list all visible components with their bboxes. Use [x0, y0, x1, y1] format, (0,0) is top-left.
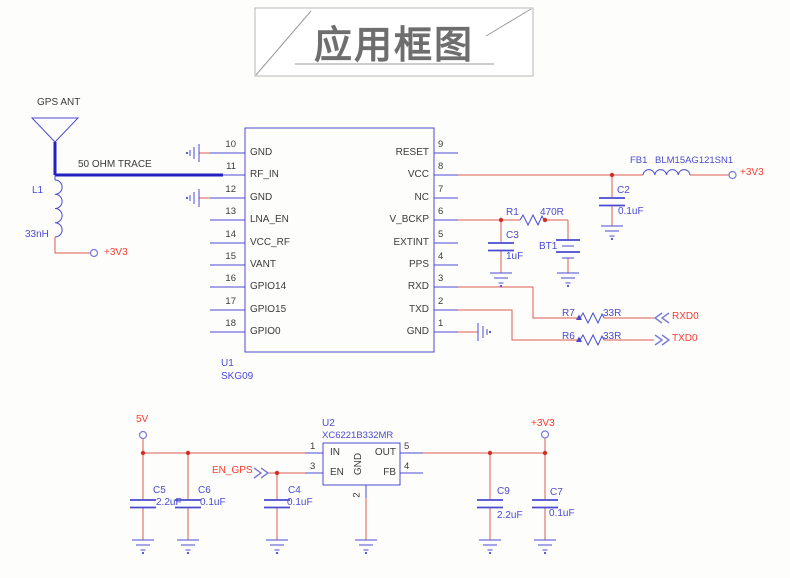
u1-pin3-num: 3: [438, 273, 444, 284]
u1-pin15-num: 15: [225, 251, 236, 262]
net-3v3-antenna: +3V3: [104, 247, 128, 258]
u1-pin2-name: TXD: [409, 304, 429, 315]
u1-pin12-name: GND: [250, 192, 273, 203]
u1-pin6-num: 6: [438, 206, 444, 217]
c9-value: 2.2uF: [497, 510, 523, 521]
u1-pin4-name: PPS: [408, 259, 429, 270]
l1-value: 33nH: [25, 229, 49, 240]
r1-ref: R1: [506, 207, 519, 218]
page-title: 应用框图: [313, 25, 474, 67]
u1-pin10-name: GND: [250, 147, 273, 158]
battery-bt1-symbol: [556, 239, 580, 259]
u1-pin5-num: 5: [438, 229, 444, 240]
fb1-ref: FB1: [630, 155, 648, 166]
net-txd0: TXD0: [672, 333, 698, 344]
title-block-frame: [254, 7, 534, 77]
c5-value: 2.2uF: [156, 497, 182, 508]
u1-pin17-name: GPIO15: [250, 304, 287, 315]
r7-value: 33R: [603, 308, 622, 319]
c9-ref: C9: [497, 486, 510, 497]
u1-pin5-name: EXTINT: [393, 237, 429, 248]
u1-pin6-name: V_BCKP: [389, 214, 429, 225]
antenna-symbol: [30, 117, 223, 177]
c2-value: 0.1uF: [618, 206, 644, 217]
u2-pin-en-name: EN: [330, 467, 344, 478]
net-3v3-fb1: +3V3: [740, 167, 764, 178]
wires: [54, 152, 729, 540]
u1-pin3-name: RXD: [407, 281, 429, 292]
u1-pin9-num: 9: [438, 139, 444, 150]
u2-part: XC6221B332MR: [322, 430, 394, 441]
c6-ref: C6: [198, 485, 211, 496]
c4-ref: C4: [288, 485, 301, 496]
u1-pin16-num: 16: [225, 273, 236, 284]
c6-value: 0.1uF: [200, 497, 226, 508]
r6-ref: R6: [562, 331, 575, 342]
c5-ref: C5: [153, 485, 166, 496]
u1-pin8-num: 8: [438, 161, 444, 172]
net-5v: 5V: [136, 414, 149, 425]
l1-ref: L1: [32, 185, 44, 196]
u1-ic-symbol: [210, 127, 458, 353]
u1-pin14-name: VCC_RF: [250, 237, 291, 248]
u2-pin-in-name: IN: [330, 447, 340, 458]
power-terminals: [89, 170, 737, 440]
net-rxd0: RXD0: [672, 311, 699, 322]
c2-ref: C2: [617, 185, 630, 196]
u1-pin17-num: 17: [225, 296, 236, 307]
u2-pin1-num: 1: [310, 441, 316, 452]
u1-pin1-name: GND: [406, 326, 429, 337]
fb1-value: BLM15AG121SN1: [655, 155, 734, 166]
c3-value: 1uF: [506, 251, 524, 262]
u1-pin4-num: 4: [438, 251, 444, 262]
u1-pin13-name: LNA_EN: [250, 214, 289, 225]
u1-pin7-num: 7: [438, 184, 444, 195]
c7-value: 0.1uF: [549, 508, 575, 519]
u1-pin16-name: GPIO14: [250, 281, 287, 292]
u1-pin10-num: 10: [225, 139, 236, 150]
u1-pin12-num: 12: [225, 184, 236, 195]
u2-ic-symbol: [305, 442, 423, 498]
u2-pin-fb-name: FB: [383, 467, 396, 478]
r6-value: 33R: [603, 331, 622, 342]
c4-value: 0.1uF: [287, 497, 313, 508]
u2-pin5-num: 5: [404, 441, 410, 452]
u1-pin11-name: RF_IN: [250, 169, 279, 180]
net-3v3-u2: +3V3: [531, 418, 555, 429]
u1-pin9-name: RESET: [395, 147, 429, 158]
u2-pin-out-name: OUT: [374, 447, 396, 458]
u1-pin13-num: 13: [225, 206, 236, 217]
u1-pin15-name: VANT: [250, 259, 276, 270]
ferrite-bead-fb1-symbol: [642, 169, 691, 176]
junction-dots: [140, 172, 615, 476]
r1-value: 470R: [540, 207, 564, 218]
c7-ref: C7: [550, 487, 563, 498]
u1-pin14-num: 14: [225, 229, 236, 240]
u2-ref: U2: [322, 418, 335, 429]
u1-pin1-num: 1: [438, 318, 444, 329]
u1-part: SKG09: [221, 371, 254, 382]
c3-ref: C3: [506, 230, 519, 241]
u1-ref: U1: [221, 358, 234, 369]
trace-label: 50 OHM TRACE: [78, 159, 152, 170]
u1-pin7-name: NC: [414, 192, 429, 203]
u2-pin4-num: 4: [404, 461, 410, 472]
bt1-ref: BT1: [539, 241, 558, 252]
u1-pin18-name: GPIO0: [250, 326, 281, 337]
u2-pin2-num: 2: [351, 492, 363, 498]
inductor-l1-symbol: [54, 175, 63, 238]
u1-pin2-num: 2: [438, 296, 444, 307]
net-en-gps: EN_GPS: [212, 465, 253, 476]
u2-pin-gnd-name: GND: [353, 452, 365, 476]
r7-ref: R7: [562, 308, 575, 319]
u1-pin8-name: VCC: [407, 169, 429, 180]
resistor-symbols: [519, 214, 605, 346]
u1-pin18-num: 18: [225, 318, 236, 329]
u1-pin11-num: 11: [226, 161, 236, 172]
u2-pin3-num: 3: [310, 461, 316, 472]
gps-ant-label: GPS ANT: [37, 97, 81, 108]
